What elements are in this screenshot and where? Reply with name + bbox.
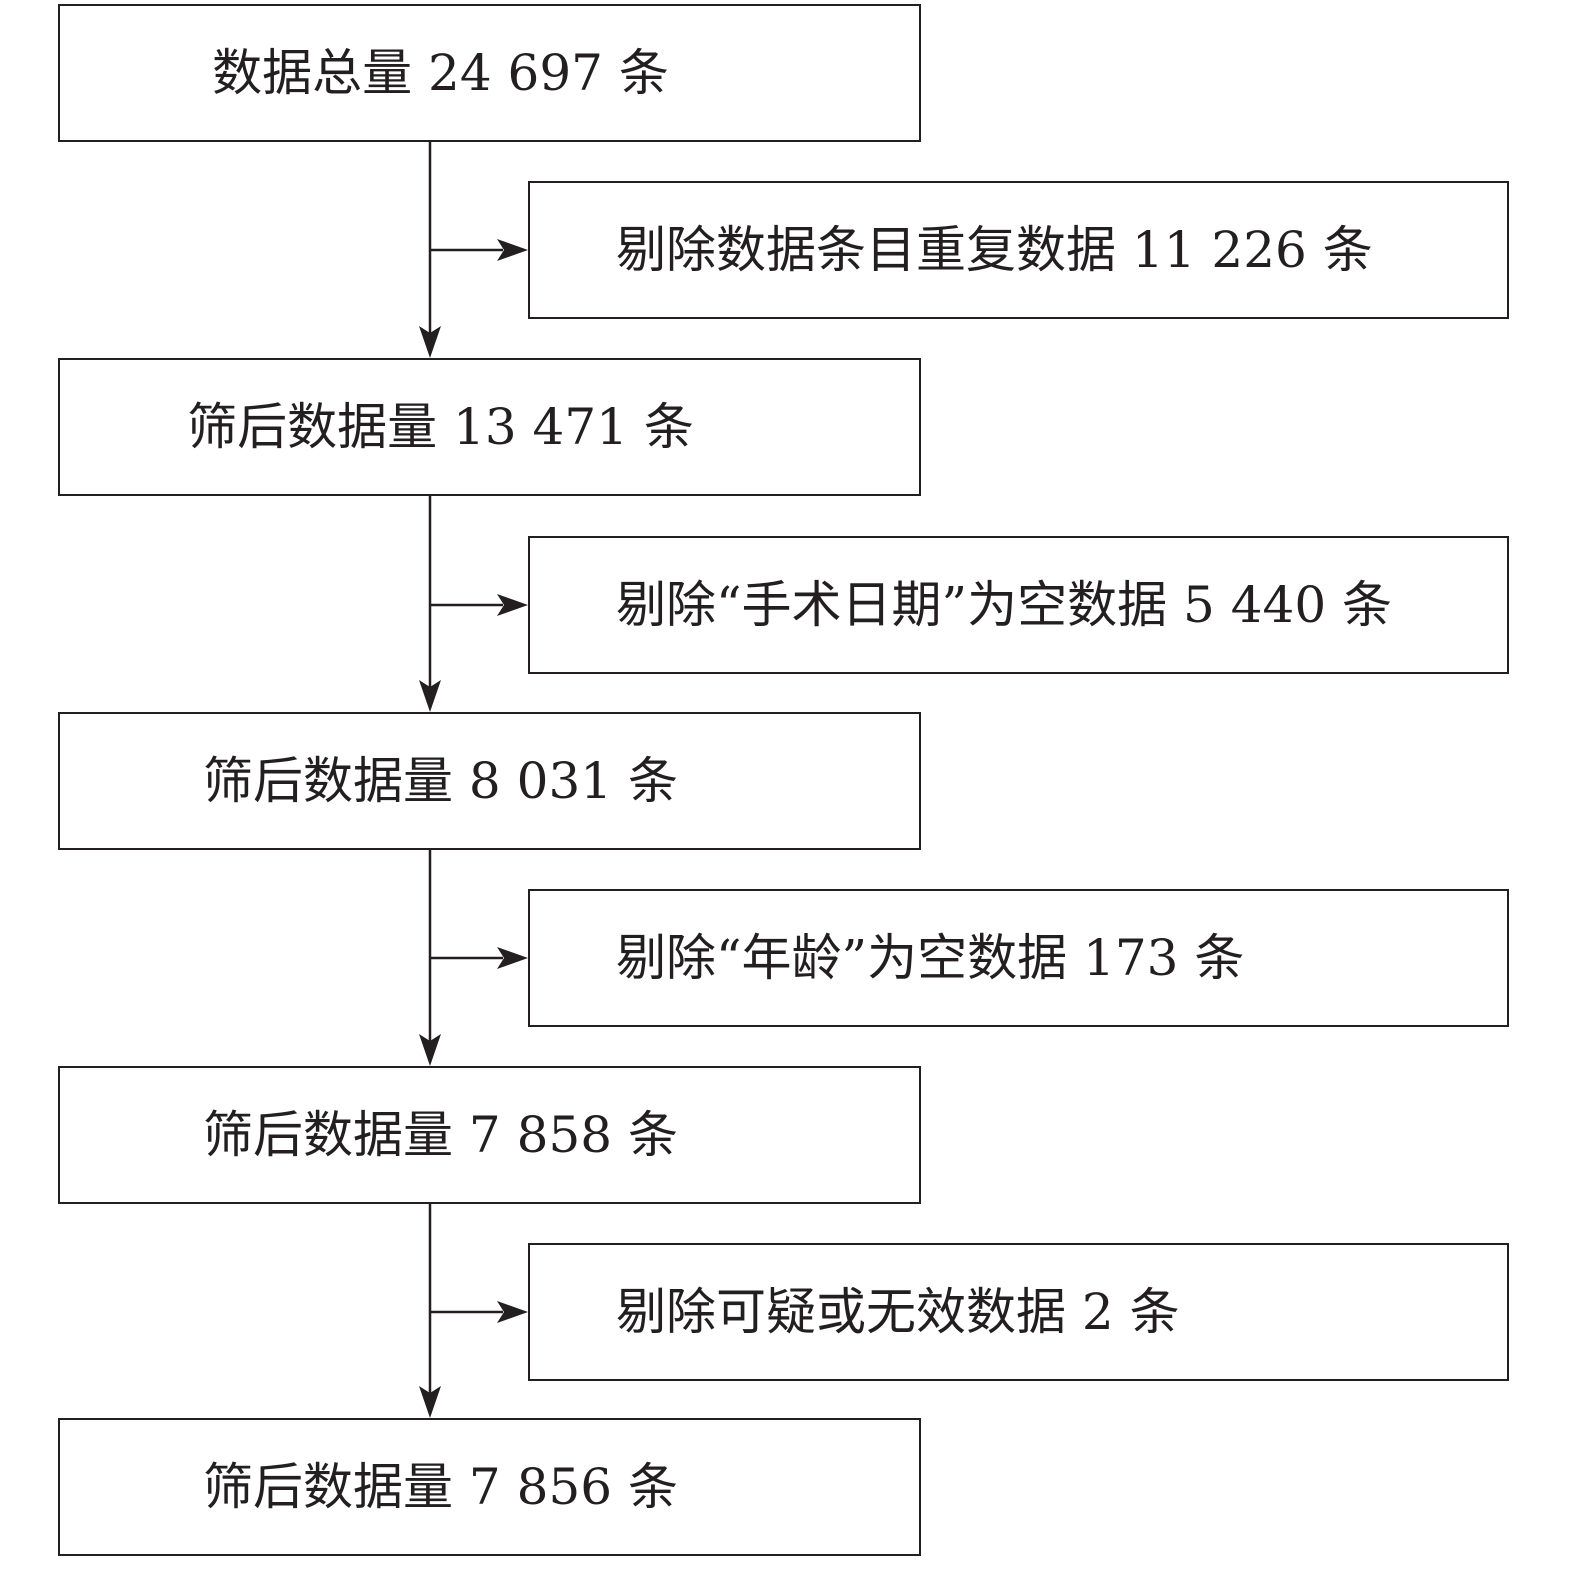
flow-step-box-after-dedup: 筛后数据量 13 471 条 xyxy=(58,358,921,496)
exclusion-box-invalid: 剔除可疑或无效数据 2 条 xyxy=(528,1243,1509,1381)
exclusion-box-missing-age: 剔除“年龄”为空数据 173 条 xyxy=(528,889,1509,1027)
arrowhead-down-3 xyxy=(419,1034,441,1066)
flow-step-box-total: 数据总量 24 697 条 xyxy=(58,4,921,142)
arrowhead-right-2 xyxy=(497,594,528,616)
exclusion-label: 剔除数据条目重复数据 11 226 条 xyxy=(616,221,1373,279)
flow-step-label: 筛后数据量 7 858 条 xyxy=(203,1106,678,1164)
arrowhead-right-1 xyxy=(497,239,528,261)
arrowhead-down-1 xyxy=(419,326,441,358)
flow-step-label: 数据总量 24 697 条 xyxy=(212,44,669,102)
flow-step-label: 筛后数据量 7 856 条 xyxy=(203,1458,678,1516)
flow-step-box-after-surgery-date: 筛后数据量 8 031 条 xyxy=(58,712,921,850)
exclusion-label: 剔除可疑或无效数据 2 条 xyxy=(616,1283,1180,1341)
arrowhead-down-2 xyxy=(419,680,441,712)
flow-step-label: 筛后数据量 13 471 条 xyxy=(187,398,694,456)
exclusion-box-duplicates: 剔除数据条目重复数据 11 226 条 xyxy=(528,181,1509,319)
arrowhead-down-4 xyxy=(419,1386,441,1418)
flow-step-box-after-age: 筛后数据量 7 858 条 xyxy=(58,1066,921,1204)
flow-step-label: 筛后数据量 8 031 条 xyxy=(203,752,678,810)
flow-step-box-final: 筛后数据量 7 856 条 xyxy=(58,1418,921,1556)
exclusion-label: 剔除“手术日期”为空数据 5 440 条 xyxy=(616,576,1393,634)
arrowhead-right-3 xyxy=(497,947,528,969)
exclusion-box-missing-surgery-date: 剔除“手术日期”为空数据 5 440 条 xyxy=(528,536,1509,674)
arrowhead-right-4 xyxy=(497,1301,528,1323)
exclusion-label: 剔除“年龄”为空数据 173 条 xyxy=(616,929,1245,987)
